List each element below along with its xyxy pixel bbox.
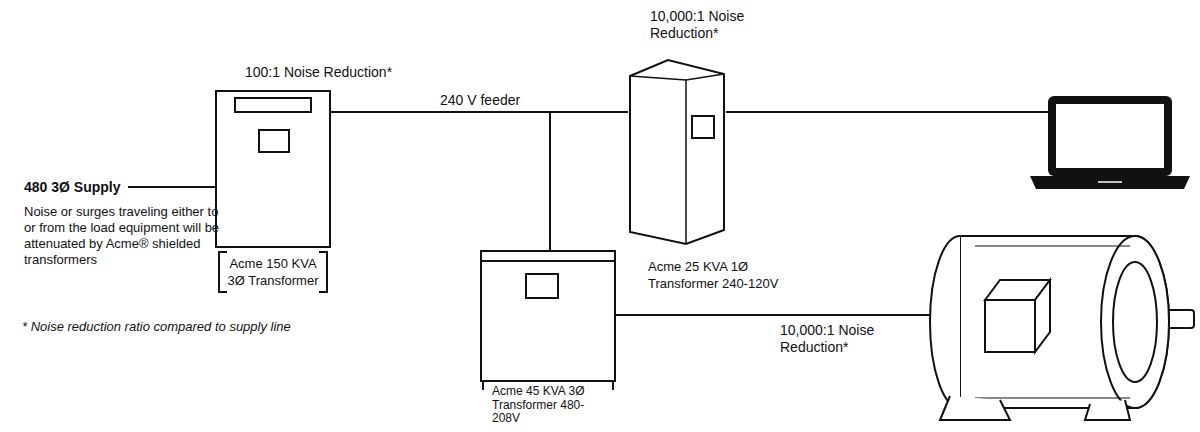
transformer-box-outline — [215, 90, 331, 248]
laptop-icon — [1030, 96, 1190, 189]
transformer-prism: 10,000:1 Noise Reduction*Acme 25 KVA 1Ø … — [628, 58, 726, 246]
transformer-prism-outline — [628, 58, 726, 246]
feeder-line — [331, 112, 550, 250]
motor-icon — [930, 236, 1194, 420]
feeder-label: 240 V feeder — [440, 92, 520, 109]
noise-rating: 100:1 Noise Reduction* — [245, 64, 392, 81]
noise-rating: 10,000:1 Noise Reduction* — [780, 322, 892, 356]
noise-rating: 10,000:1 Noise Reduction* — [650, 8, 762, 42]
transformer-box: Acme 45 KVA 3Ø Transformer 480-208V — [480, 250, 616, 382]
supply-wire — [128, 186, 215, 188]
transformer-box: 100:1 Noise Reduction*Acme 150 KVA 3Ø Tr… — [215, 90, 331, 248]
laptop-wire — [726, 111, 1048, 113]
transformer-box-outline — [480, 250, 616, 382]
transformer-label: Acme 150 KVA 3Ø Transformer — [227, 255, 319, 289]
transformer-label: Acme 45 KVA 3Ø Transformer 480-208V — [492, 385, 604, 426]
transformer-label: Acme 25 KVA 1Ø Transformer 240-120V — [648, 258, 808, 292]
supply-label: 480 3Ø Supply — [24, 179, 120, 196]
note-text: Noise or surges traveling either to or f… — [24, 204, 220, 268]
footnote: * Noise reduction ratio compared to supp… — [22, 318, 291, 335]
